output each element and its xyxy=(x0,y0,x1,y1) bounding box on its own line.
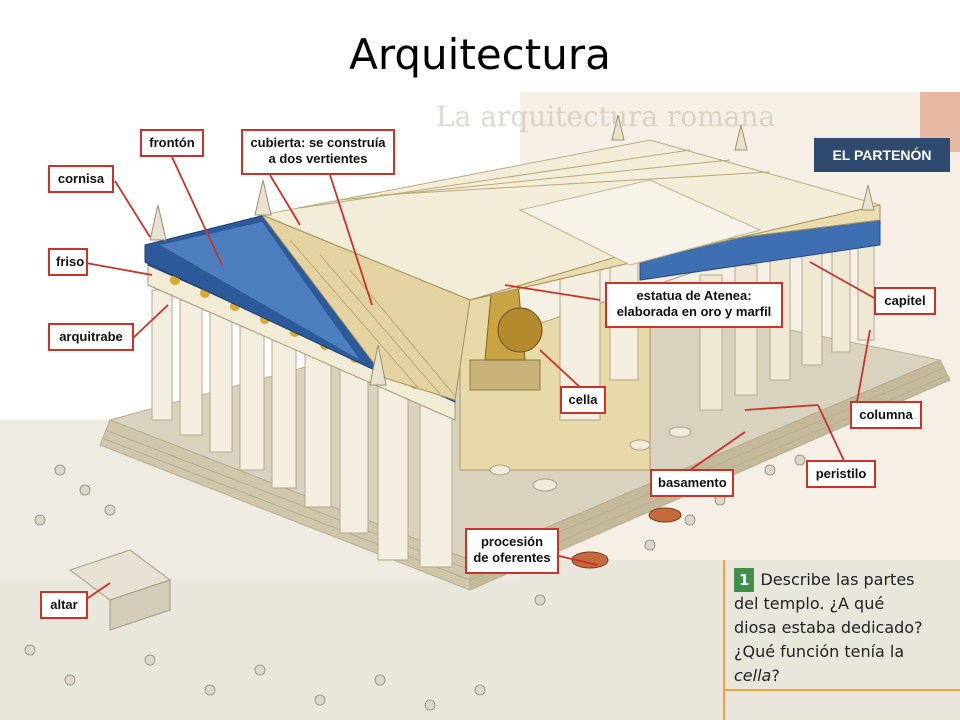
label-capitel: capitel xyxy=(874,287,936,315)
label-cornisa: cornisa xyxy=(48,165,114,193)
parthenon-badge: EL PARTENÓN xyxy=(814,138,950,172)
label-cubierta: cubierta: se construía a dos vertientes xyxy=(241,129,395,175)
question-text-1: Describe las partes del templo. ¿A qué d… xyxy=(734,570,923,661)
roof-cutaway xyxy=(518,179,762,266)
pediment-sculptures xyxy=(160,222,360,360)
label-estatua: estatua de Atenea: elaborada en oro y ma… xyxy=(605,282,783,328)
altar-structure xyxy=(68,549,172,631)
acroteria xyxy=(149,114,875,386)
label-friso: friso xyxy=(48,248,88,276)
roof-tiles xyxy=(289,149,771,397)
label-basamento: basamento xyxy=(650,469,734,497)
label-columna: columna xyxy=(850,401,922,429)
question-text-2: ? xyxy=(771,666,780,685)
column-drums xyxy=(489,426,692,492)
question-text-italic: cella xyxy=(734,666,772,685)
front-columns xyxy=(151,289,453,568)
leader-lines xyxy=(84,156,877,601)
roof-slope-front xyxy=(260,213,471,401)
oxen xyxy=(571,507,682,569)
question-number: 1 xyxy=(734,568,755,592)
crowd xyxy=(24,454,806,711)
label-procesion: procesión de oferentes xyxy=(465,528,559,574)
label-arquitrabe: arquitrabe xyxy=(48,323,134,351)
label-peristilo: peristilo xyxy=(806,460,876,488)
label-fronton: frontón xyxy=(140,129,204,157)
label-altar: altar xyxy=(40,591,88,619)
background-heading: La arquitectura romana xyxy=(436,100,776,133)
slide-title: Arquitectura xyxy=(349,30,611,79)
label-cella: cella xyxy=(560,386,606,414)
